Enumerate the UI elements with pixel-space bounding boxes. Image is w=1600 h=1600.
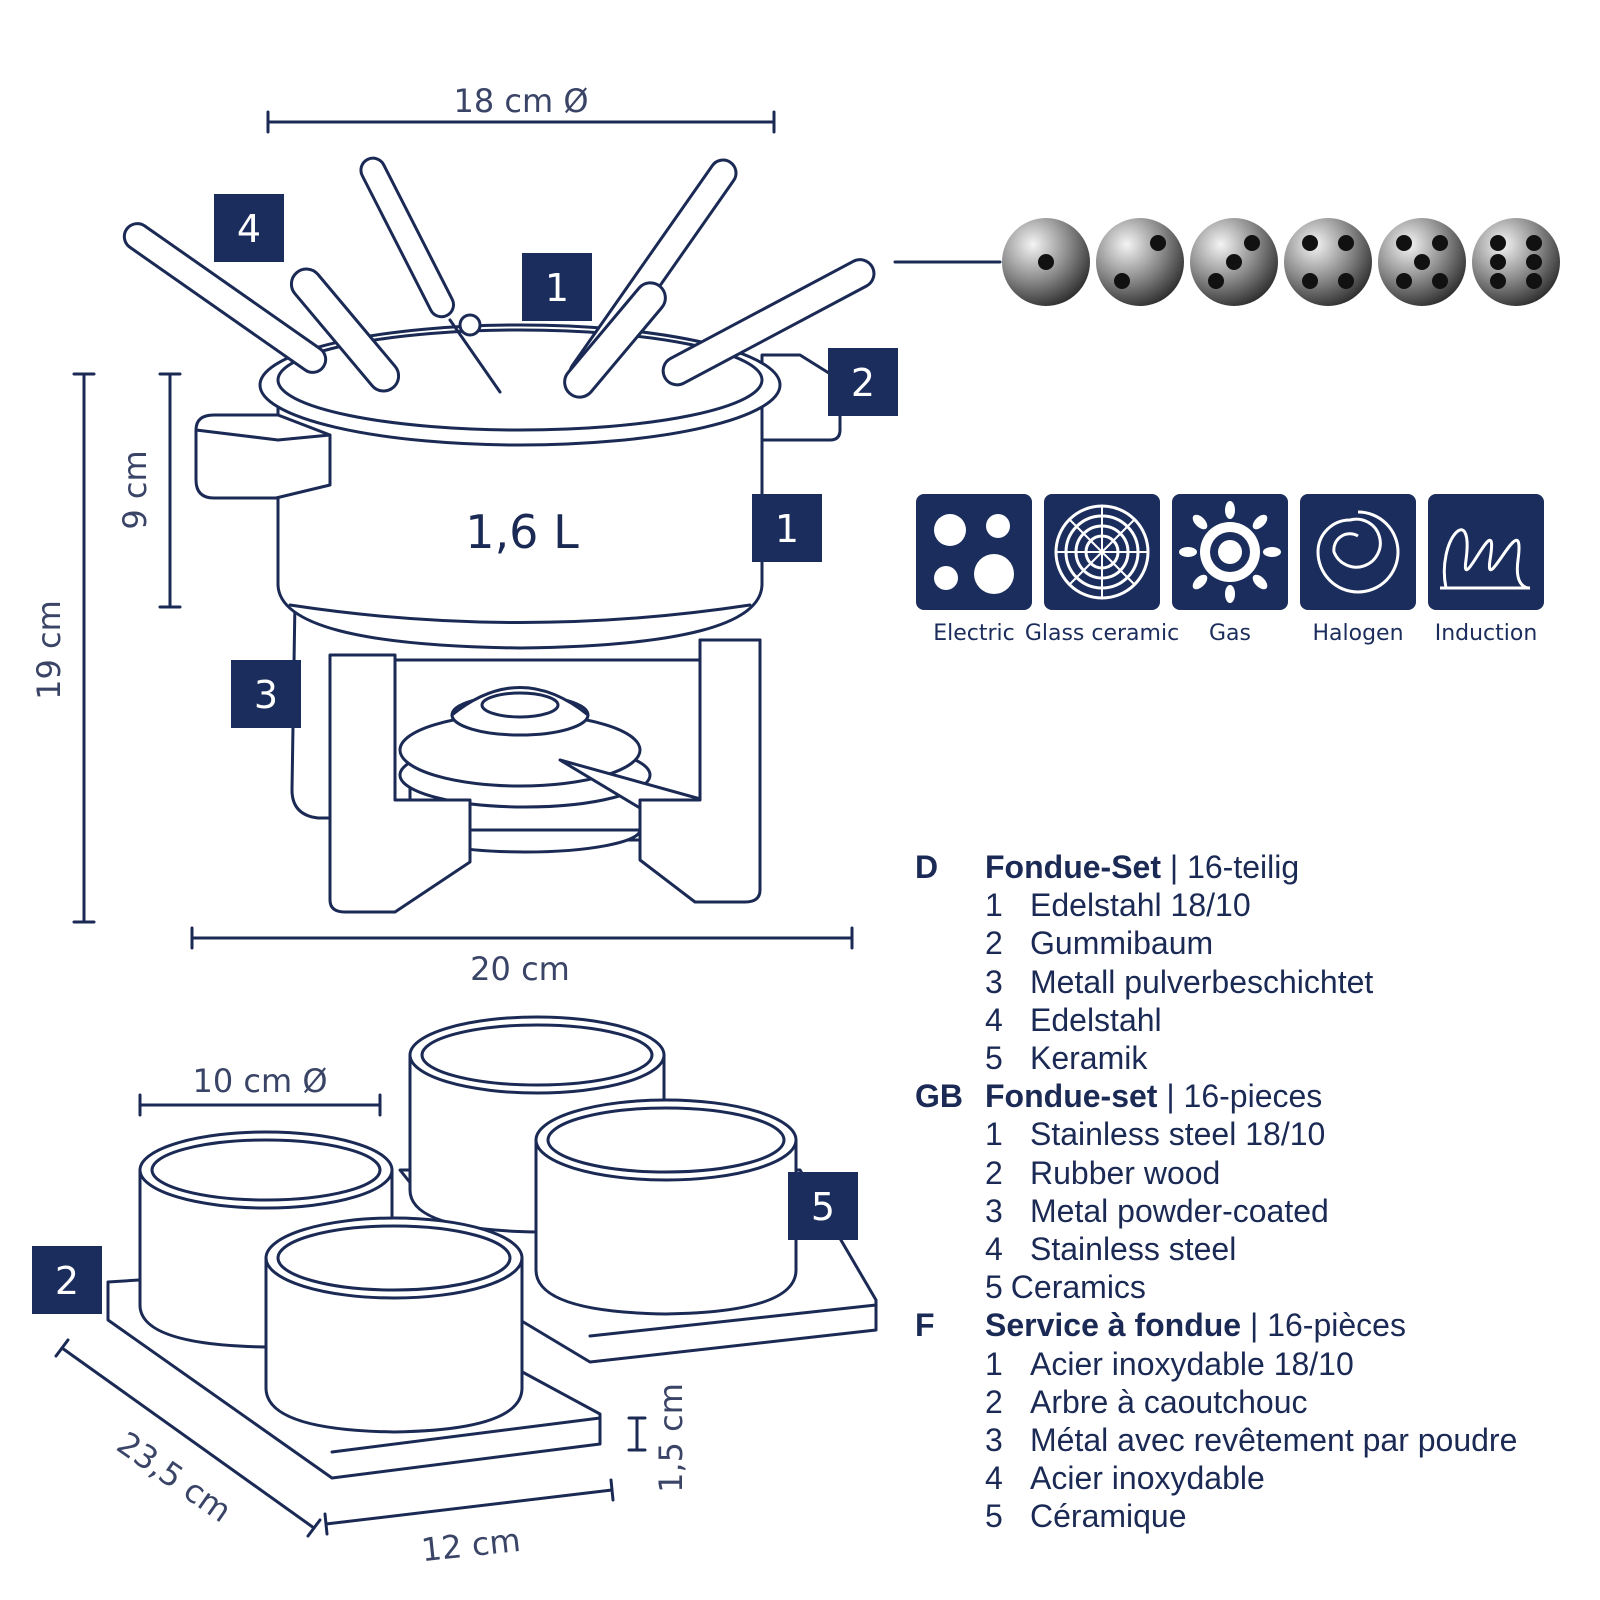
fork-marker-4 [1284,218,1372,306]
svg-text:2: 2 [55,1259,79,1303]
badge-handle: 2 [828,348,898,416]
hob-label-gas: Gas [1209,621,1251,646]
pot-diameter-dimension: 18 cm Ø [266,82,776,134]
volume-label: 1,6 L [465,505,579,559]
hob-label-induction: Induction [1435,621,1538,646]
stand-leg-right [638,638,762,904]
base-width-label: 20 cm [470,950,570,988]
legend-fr-subtitle: 16-pièces [1267,1307,1406,1344]
badge-bowls: 5 [788,1172,858,1240]
pot-handle-left [194,413,332,500]
hob-label-glass-ceramic: Glass ceramic [1025,621,1179,646]
pot-rim [258,323,782,447]
svg-text:1: 1 [545,266,569,310]
badge-stand: 3 [231,660,301,728]
halogen-hob-icon [1300,494,1416,610]
legend-gb-title: Fondue-set [985,1078,1158,1115]
legend-fr-heading: F Service à fondue | 16-pièces [915,1306,1595,1344]
legend-de-heading: D Fondue-Set | 16-teilig [915,848,1595,886]
legend-fr-code: F [915,1307,935,1344]
badge-tray: 2 [32,1246,102,1314]
bowl-diameter-label: 10 cm Ø [192,1062,327,1100]
fork-marker-3 [1190,218,1278,306]
hob-types: Electric Glass ceramic [916,494,1544,646]
svg-text:5: 5 [811,1185,835,1229]
electric-hob-icon [916,494,1032,610]
fork-marker-1 [1002,218,1090,306]
legend-fr-title: Service à fondue [985,1307,1242,1344]
legend-de-subtitle: 16-teilig [1187,849,1300,885]
tray-width-label: 12 cm [419,1521,522,1569]
fondue-forks [122,156,876,399]
total-height-dimension: 19 cm [30,372,96,924]
badge-pot: 1 [752,494,822,562]
svg-text:4: 4 [237,207,261,251]
bowl-diameter-dimension: 10 cm Ø [138,1062,382,1117]
legend-fr-sep: | [1241,1307,1268,1344]
legend-gb-code: GB [915,1078,963,1115]
stand-leg-left [328,653,472,914]
total-height-label: 19 cm [30,600,68,700]
badge-fork: 4 [214,194,284,262]
bowl-front [264,1216,524,1434]
legend-gb-heading: GB Fondue-set | 16-pieces [915,1077,1595,1115]
bowl-right [534,1098,798,1316]
pot-height-label: 9 cm [116,450,154,529]
legend-de-sep: | [1160,849,1188,885]
fork-color-markers [1002,218,1560,306]
tray-height-label: 1,5 cm [652,1383,690,1493]
fondue-pot-illustration: 1,6 L [122,156,876,914]
gas-hob-icon [1172,494,1288,610]
svg-text:2: 2 [851,361,875,405]
fork-marker-5 [1378,218,1466,306]
badge-fork-center: 1 [522,253,592,321]
svg-text:1: 1 [775,507,799,551]
fork-marker-2 [1096,218,1184,306]
pot-diameter-label: 18 cm Ø [453,82,588,120]
svg-text:3: 3 [254,673,278,717]
legend-de-title: Fondue-Set [985,849,1161,885]
legend-gb-sep: | [1157,1078,1184,1115]
legend-gb-subtitle: 16-pieces [1183,1078,1323,1115]
induction-hob-icon [1428,494,1544,610]
bowls-and-trays-illustration [106,1015,878,1480]
base-width-dimension: 20 cm [190,926,854,988]
legend-de-code: D [915,849,939,885]
tray-width-dimension: 12 cm [323,1478,615,1569]
tray-length-label: 23,5 cm [110,1424,238,1530]
pot-body [276,393,764,650]
hob-label-electric: Electric [933,621,1015,646]
hob-label-halogen: Halogen [1312,621,1403,646]
fork-marker-6 [1472,218,1560,306]
pot-height-dimension: 9 cm [116,372,182,609]
tray-height-dimension: 1,5 cm [627,1383,690,1493]
glass-ceramic-hob-icon [1044,494,1160,610]
